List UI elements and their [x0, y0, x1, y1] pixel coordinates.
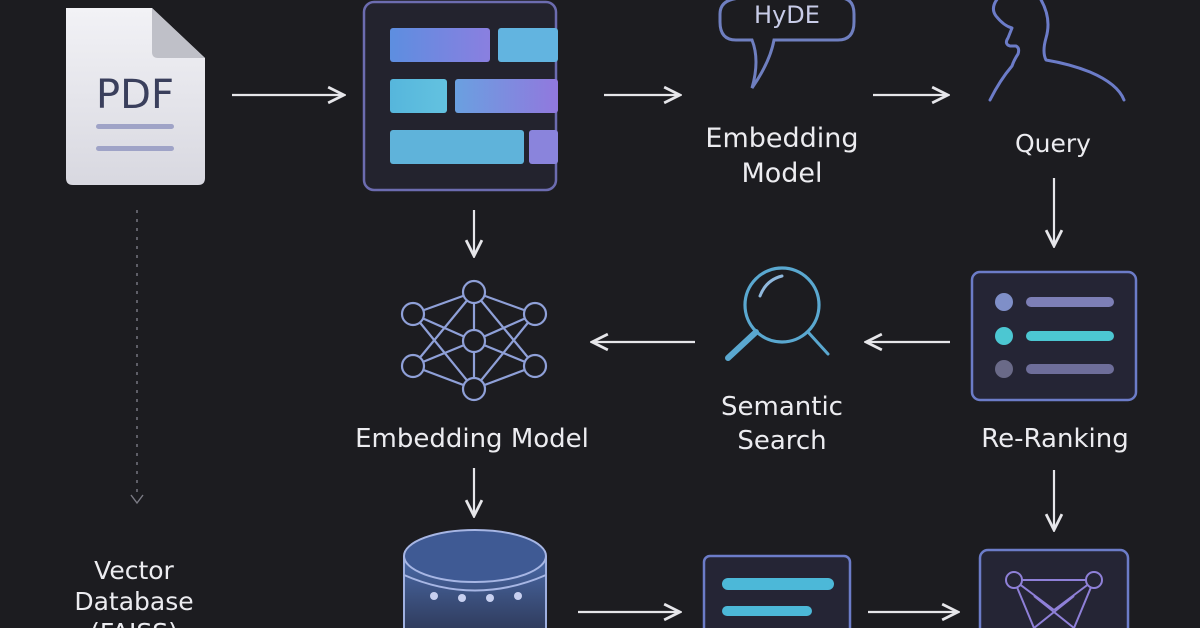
chunks-icon — [362, 0, 558, 192]
dotted-arrow-head — [130, 494, 144, 505]
ranked-list-icon — [970, 270, 1138, 402]
semantic-search-line2: Search — [737, 426, 826, 456]
semantic-search-line1: Semantic — [721, 392, 843, 422]
person-head-icon — [988, 0, 1126, 102]
hyde-label: HyDE — [754, 1, 820, 29]
pdf-label: PDF — [96, 72, 174, 118]
magnifier-icon — [725, 266, 830, 361]
vector-db-line1: Vector — [94, 556, 174, 585]
vector-db-line3: (FAISS) — [90, 618, 178, 628]
speech-bubble-icon — [718, 0, 856, 89]
neural-network-icon — [400, 279, 548, 402]
query-label: Query — [1015, 129, 1091, 158]
reranking-label: Re-Ranking — [981, 424, 1128, 454]
embedding-model-top-line1: Embedding — [705, 123, 858, 154]
network-box-icon — [978, 548, 1130, 628]
embedding-model-top-line2: Model — [741, 158, 822, 189]
document-icon — [66, 8, 205, 185]
text-panel-icon — [702, 554, 852, 628]
embedding-model-label: Embedding Model — [355, 424, 589, 454]
database-icon — [403, 529, 547, 628]
vector-db-line2: Database — [74, 587, 193, 616]
